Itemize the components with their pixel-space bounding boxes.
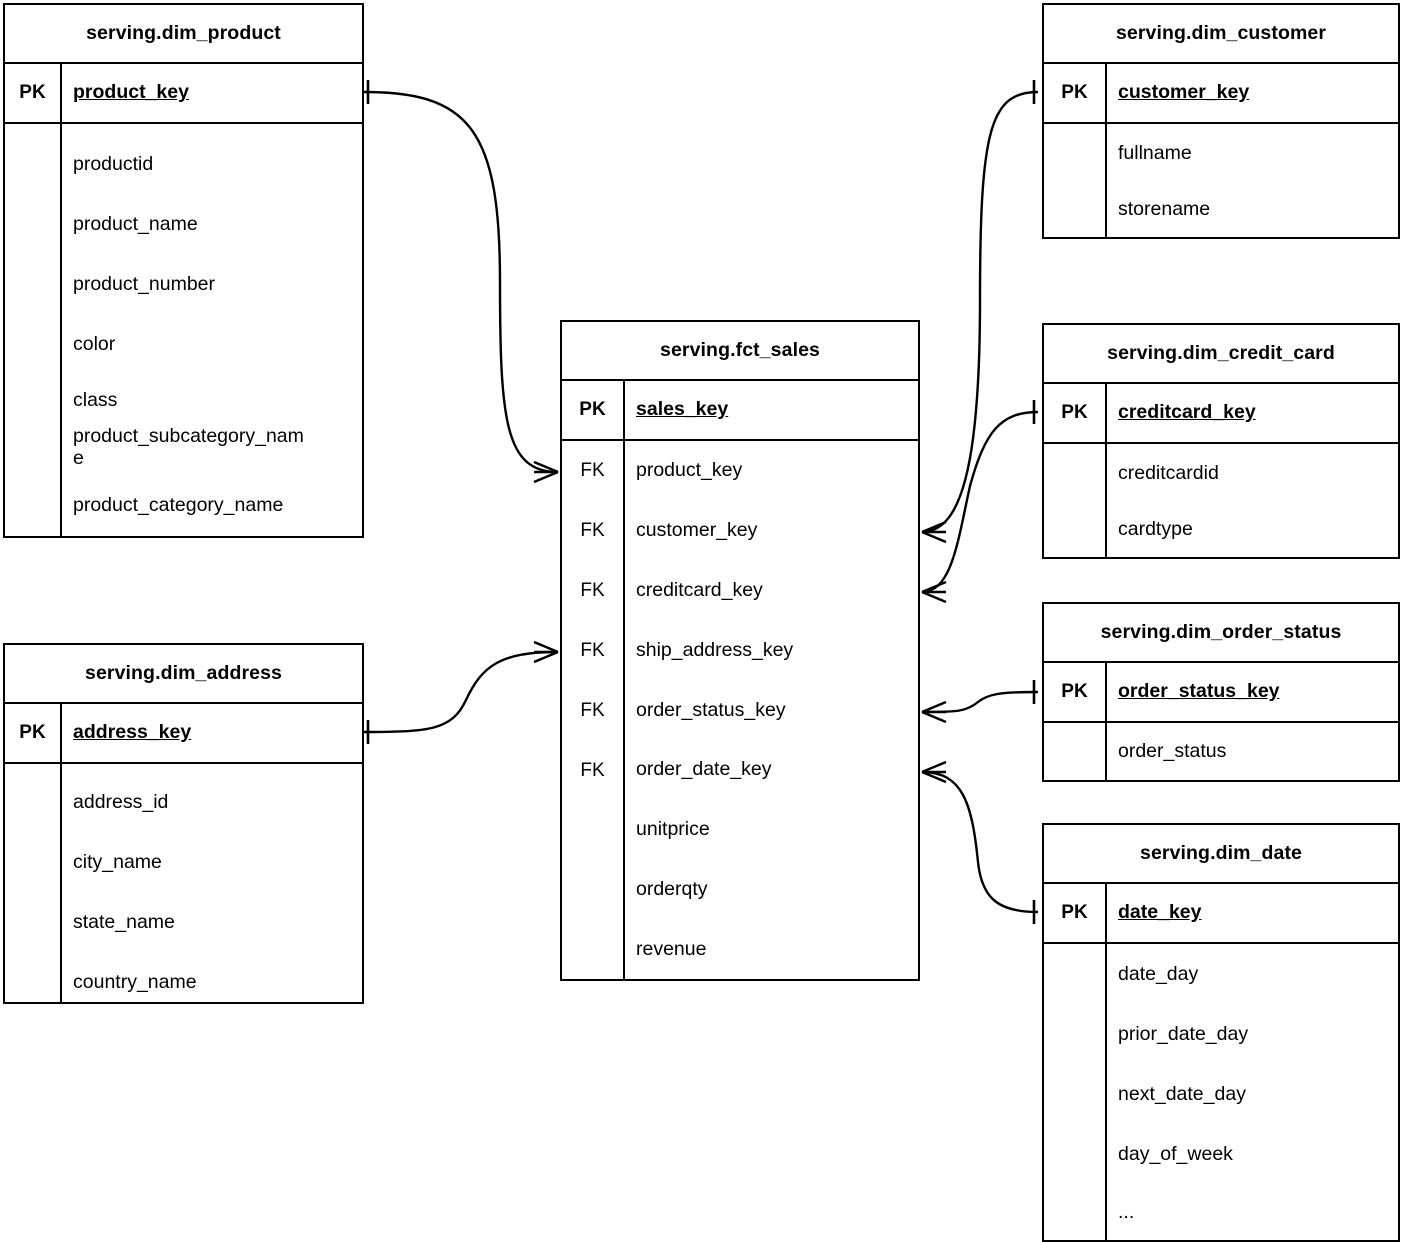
attribute-address-id: address_id bbox=[73, 791, 169, 813]
entity-title-dim-date: serving.dim_date bbox=[1044, 825, 1398, 884]
attr-key-gutter bbox=[1044, 124, 1107, 237]
fk-field-order-date-key: order_date_key bbox=[636, 758, 772, 781]
fk-field-ship-address-key: ship_address_key bbox=[636, 638, 794, 661]
attribute-class: class bbox=[73, 389, 118, 411]
pk-row-dim-credit-card: PK creditcard_key bbox=[1044, 384, 1398, 444]
attr-key-gutter bbox=[1044, 444, 1107, 557]
fk-label-customer-key: FK bbox=[580, 520, 605, 541]
fk-label-gutter: FK FK FK FK FK FK bbox=[562, 441, 625, 979]
measure-unitprice: unitprice bbox=[636, 818, 710, 841]
measure-orderqty: orderqty bbox=[636, 877, 708, 900]
edge-orderstatus-to-sales bbox=[921, 680, 1039, 724]
attribute-city-name: city_name bbox=[73, 851, 162, 873]
pk-row-dim-customer: PK customer_key bbox=[1044, 64, 1398, 124]
pk-field-creditcard-key: creditcard_key bbox=[1118, 401, 1256, 424]
pk-label: PK bbox=[5, 704, 62, 762]
fk-gutter-filler bbox=[562, 801, 623, 979]
entity-title-dim-address: serving.dim_address bbox=[5, 645, 362, 704]
fk-label-order-date-key: FK bbox=[580, 760, 605, 781]
fk-field-creditcard-key: creditcard_key bbox=[636, 578, 763, 601]
edge-creditcard-to-sales bbox=[921, 400, 1039, 604]
pk-row-fct-sales: PK sales_key bbox=[562, 381, 918, 441]
edge-address-to-sales bbox=[363, 640, 559, 744]
attribute-product-number: product_number bbox=[73, 273, 216, 295]
attribute-block-dim-customer: fullname storename bbox=[1044, 124, 1398, 237]
attribute-product-subcategory-name: product_subcategory_name bbox=[73, 425, 304, 469]
pk-field-date-key: date_key bbox=[1118, 901, 1202, 924]
fk-label-ship-address-key: FK bbox=[580, 640, 605, 661]
attribute-order-status: order_status bbox=[1118, 740, 1227, 762]
pk-label: PK bbox=[1044, 64, 1107, 122]
attribute-prior-date-day: prior_date_day bbox=[1118, 1023, 1249, 1045]
entity-dim-date[interactable]: serving.dim_date PK date_key date_day pr… bbox=[1042, 823, 1400, 1242]
attribute-block-dim-address: address_id city_name state_name country_… bbox=[5, 764, 362, 1002]
attribute-day-of-week: day_of_week bbox=[1118, 1143, 1233, 1165]
attribute-fullname: fullname bbox=[1118, 142, 1192, 164]
pk-label: PK bbox=[1044, 384, 1107, 442]
measure-revenue: revenue bbox=[636, 937, 707, 960]
entity-title-dim-order-status: serving.dim_order_status bbox=[1044, 604, 1398, 663]
attribute-date-day: date_day bbox=[1118, 963, 1199, 985]
pk-field-product-key: product_key bbox=[73, 81, 189, 104]
entity-title-dim-customer: serving.dim_customer bbox=[1044, 5, 1398, 64]
pk-row-dim-order-status: PK order_status_key bbox=[1044, 663, 1398, 723]
attribute-block-fct-sales: FK FK FK FK FK FK product_key customer_k… bbox=[562, 441, 918, 979]
entity-dim-customer[interactable]: serving.dim_customer PK customer_key ful… bbox=[1042, 3, 1400, 239]
attribute-block-dim-credit-card: creditcardid cardtype bbox=[1044, 444, 1398, 557]
attribute-cardtype: cardtype bbox=[1118, 518, 1193, 540]
pk-row-dim-address: PK address_key bbox=[5, 704, 362, 764]
attribute-block-dim-order-status: order_status bbox=[1044, 723, 1398, 780]
fk-label-creditcard-key: FK bbox=[580, 580, 605, 601]
edge-customer-to-sales bbox=[921, 80, 1039, 544]
attribute-state-name: state_name bbox=[73, 911, 175, 933]
attr-key-gutter bbox=[5, 124, 62, 536]
attribute-block-dim-product: productid product_name product_number co… bbox=[5, 124, 362, 536]
attribute-ellipsis: ... bbox=[1118, 1201, 1135, 1223]
attribute-block-dim-date: date_day prior_date_day next_date_day da… bbox=[1044, 944, 1398, 1240]
pk-field-order-status-key: order_status_key bbox=[1118, 680, 1280, 703]
attribute-color: color bbox=[73, 333, 116, 355]
pk-field-address-key: address_key bbox=[73, 721, 192, 744]
attribute-product-name: product_name bbox=[73, 213, 198, 235]
pk-label: PK bbox=[5, 64, 62, 122]
entity-fct-sales[interactable]: serving.fct_sales PK sales_key FK FK FK … bbox=[560, 320, 920, 981]
pk-label: PK bbox=[562, 381, 625, 439]
pk-label: PK bbox=[1044, 884, 1107, 942]
entity-dim-address[interactable]: serving.dim_address PK address_key addre… bbox=[3, 643, 364, 1004]
pk-label: PK bbox=[1044, 663, 1107, 721]
entity-title-fct-sales: serving.fct_sales bbox=[562, 322, 918, 381]
attr-key-gutter bbox=[1044, 723, 1107, 780]
attribute-storename: storename bbox=[1118, 198, 1211, 220]
pk-row-dim-product: PK product_key bbox=[5, 64, 362, 124]
edge-date-to-sales bbox=[921, 760, 1039, 924]
entity-title-dim-credit-card: serving.dim_credit_card bbox=[1044, 325, 1398, 384]
attr-key-gutter bbox=[1044, 944, 1107, 1240]
attribute-product-category-name: product_category_name bbox=[73, 494, 284, 516]
pk-row-dim-date: PK date_key bbox=[1044, 884, 1398, 944]
entity-title-dim-product: serving.dim_product bbox=[5, 5, 362, 64]
fk-field-product-key: product_key bbox=[636, 459, 743, 482]
edge-product-to-sales bbox=[363, 80, 559, 484]
entity-dim-credit-card[interactable]: serving.dim_credit_card PK creditcard_ke… bbox=[1042, 323, 1400, 559]
attribute-creditcardid: creditcardid bbox=[1118, 462, 1219, 484]
fk-field-order-status-key: order_status_key bbox=[636, 698, 786, 721]
entity-dim-product[interactable]: serving.dim_product PK product_key produ… bbox=[3, 3, 364, 538]
attribute-next-date-day: next_date_day bbox=[1118, 1083, 1246, 1105]
entity-dim-order-status[interactable]: serving.dim_order_status PK order_status… bbox=[1042, 602, 1400, 782]
pk-field-customer-key: customer_key bbox=[1118, 81, 1250, 104]
pk-field-sales-key: sales_key bbox=[636, 398, 729, 421]
attribute-productid: productid bbox=[73, 153, 154, 175]
fk-label-order-status-key: FK bbox=[580, 700, 605, 721]
attr-key-gutter bbox=[5, 764, 62, 1002]
attribute-country-name: country_name bbox=[73, 971, 197, 993]
fk-field-customer-key: customer_key bbox=[636, 519, 758, 542]
fk-label-product-key: FK bbox=[580, 460, 605, 481]
